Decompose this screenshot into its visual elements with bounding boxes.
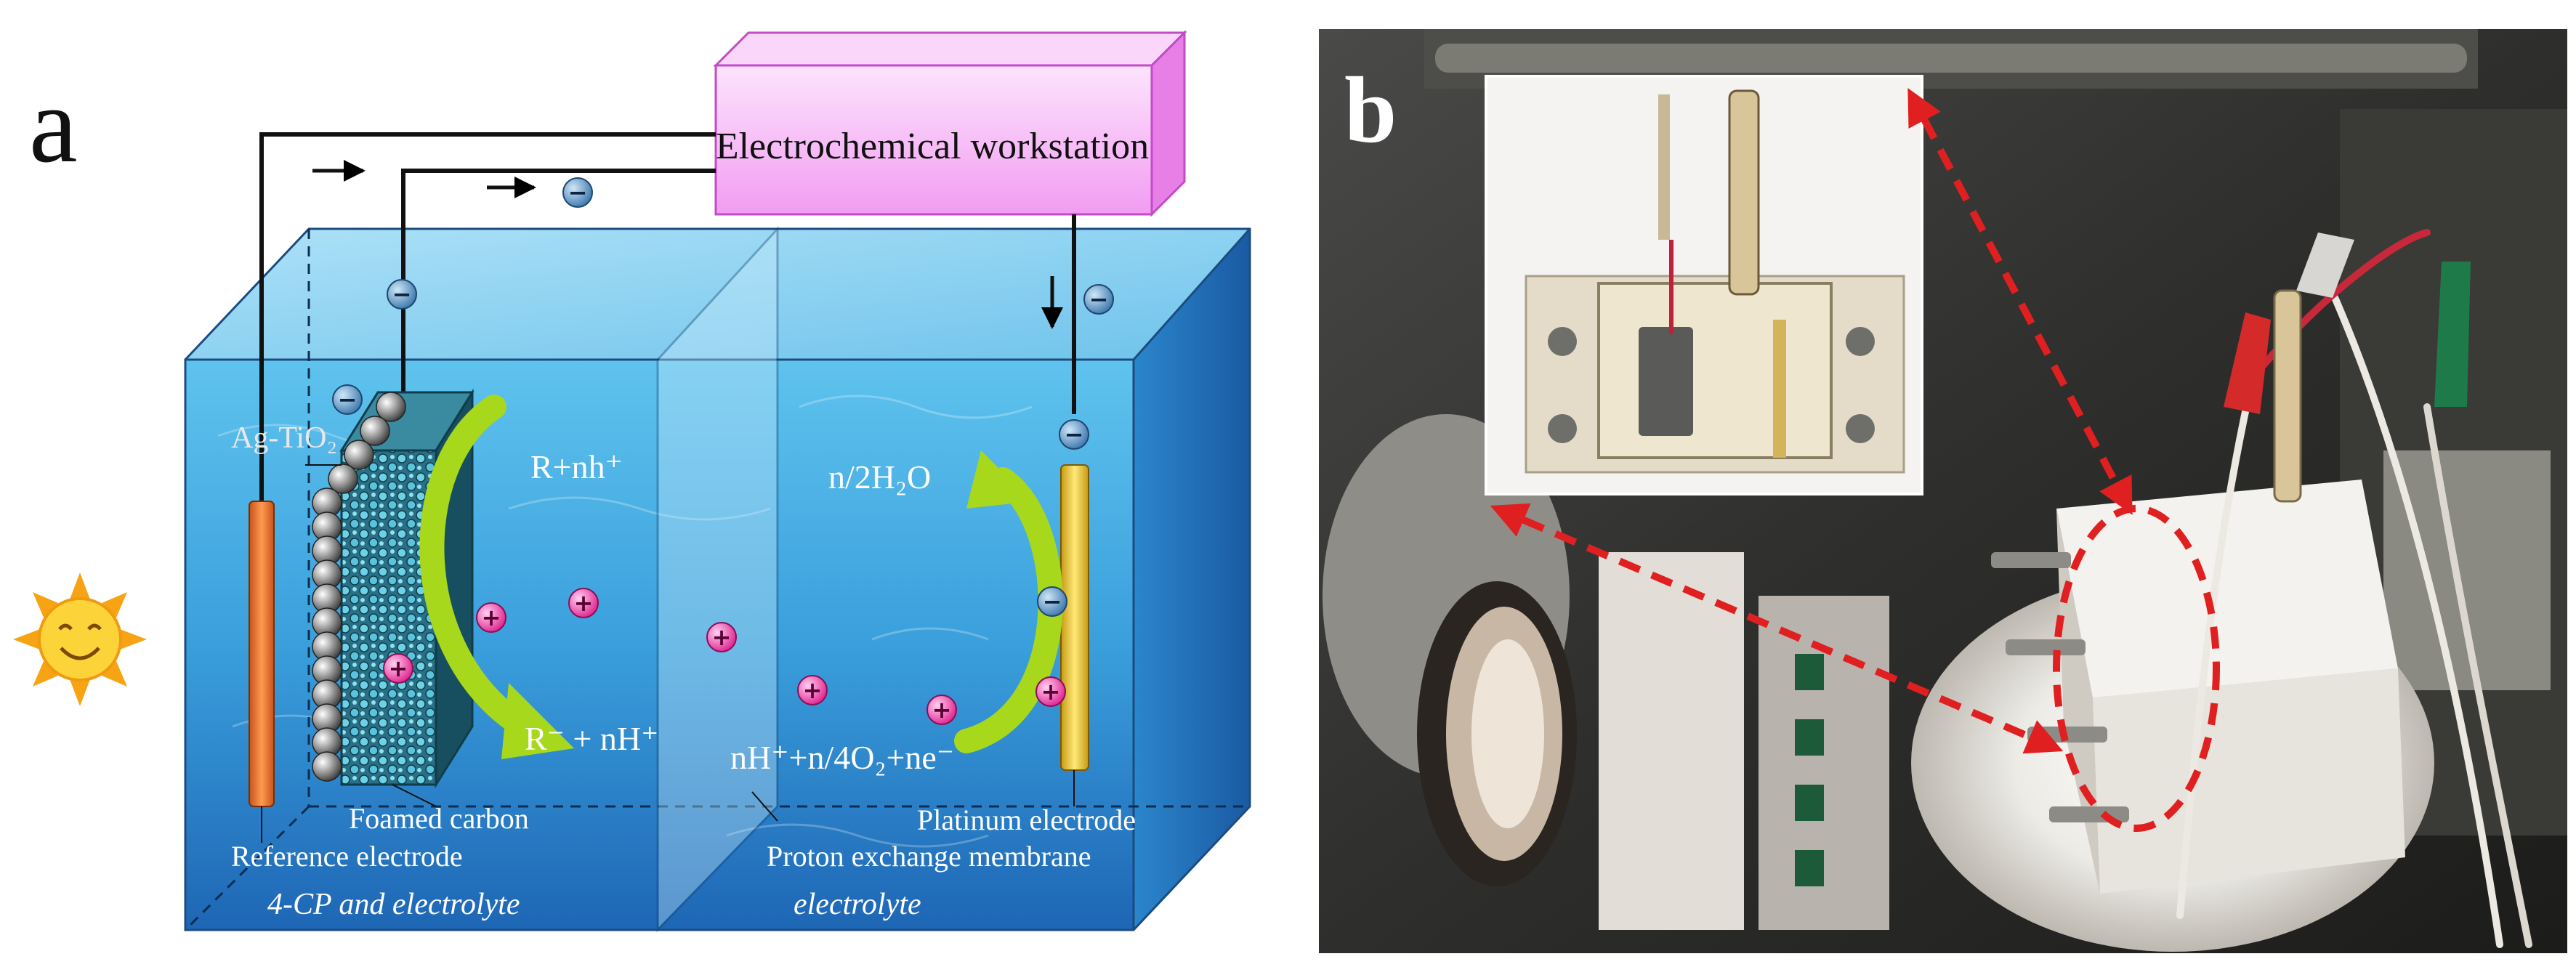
fluorescent-tube [1435, 44, 2467, 73]
red-alligator-clip [2224, 312, 2271, 414]
ag-tio2-sphere [360, 416, 390, 446]
plus-sign: + [574, 589, 594, 617]
electrochemical-workstation: Electrochemical workstation [713, 30, 1187, 217]
inset-rod-left [1658, 94, 1670, 240]
ag-tio2-sphere [312, 751, 342, 782]
inset-photo [1485, 75, 1923, 495]
proton-marker: + [797, 675, 828, 705]
proton-marker: + [1035, 676, 1066, 707]
electron-marker: − [332, 384, 363, 415]
ag-tio2-particles [312, 392, 406, 782]
reference-electrode-rod [249, 501, 275, 807]
foamed-carbon-label: Foamed carbon [349, 802, 529, 835]
plus-sign: + [712, 623, 732, 651]
electron-marker: − [1037, 586, 1067, 617]
inset-foamed-carbon [1639, 327, 1693, 436]
water-label: n/2H₂O [828, 458, 931, 495]
electron-marker: − [387, 279, 417, 310]
membrane-leader [751, 791, 778, 822]
tank-side-face [1134, 229, 1250, 930]
platinum-electrode-rod [1060, 464, 1089, 771]
green-alligator-clip [2434, 262, 2471, 407]
tank-hidden-edges [184, 229, 1250, 931]
electron-marker: − [562, 177, 593, 208]
plus-sign: + [1041, 678, 1061, 705]
plus-sign: + [389, 655, 408, 682]
white-alligator-clip [2296, 232, 2354, 298]
curved-arrow-head [966, 450, 1032, 509]
electron-marker: − [1083, 284, 1114, 315]
reaction-r-minus-label: R⁻ + nH⁺ [525, 720, 658, 757]
minus-sign: − [392, 280, 412, 308]
panel-a-label: a [29, 65, 78, 185]
lamp-lens-glare [1471, 639, 1544, 828]
ag-tio2-sphere [344, 440, 374, 470]
panel-b-label: b [1344, 58, 1397, 163]
plus-sign: + [932, 696, 952, 724]
plus-sign: + [482, 604, 501, 631]
minus-sign: − [568, 179, 588, 206]
proton-marker: + [383, 653, 413, 684]
tank-edges [184, 227, 1251, 931]
inset-reference-electrode [1728, 89, 1760, 296]
dashed-arrow-to-inset-bottom [1490, 503, 2064, 754]
circuit-wires [259, 132, 1076, 501]
plus-sign: + [803, 676, 823, 704]
panel-a: a [13, 30, 1251, 933]
proton-marker: + [706, 622, 737, 652]
instrument-panel [2383, 450, 2551, 690]
sun-icon [13, 573, 147, 706]
proton-marker: + [926, 695, 957, 725]
right-solution-label: electrolyte [794, 888, 921, 921]
inset-platinum-electrode [1773, 320, 1786, 458]
tank-top-face [185, 229, 1250, 360]
ag-tio2-sphere [328, 464, 358, 494]
minus-sign: − [1065, 421, 1084, 448]
proton-exchange-membrane [656, 226, 779, 933]
electron-marker: − [1059, 419, 1089, 450]
foamed-carbon-leader [392, 784, 437, 807]
left-solution-label: 4-CP and electrolyte [267, 888, 520, 921]
ag-tio2-sphere [376, 392, 406, 422]
foamed-carbon-block [312, 388, 475, 789]
charge-markers: − − − − − − + + + + + + + [332, 177, 1114, 725]
reactor-top [2056, 480, 2398, 697]
dashed-arrow-to-inset-top [1907, 88, 2133, 515]
membrane-label: Proton exchange membrane [767, 840, 1091, 873]
minus-sign: − [1043, 588, 1062, 615]
photo-reference-electrode [2273, 289, 2302, 503]
curved-arrow-icon [419, 395, 536, 739]
clip-cables [2176, 229, 2532, 948]
reaction-r-nh-label: R+nh⁺ [530, 448, 623, 485]
workstation-label: Electrochemical workstation [716, 126, 1149, 167]
ag-tio2-label: Ag-TiO₂ [231, 421, 337, 455]
inset-reactor-chamber [1597, 282, 1833, 459]
reactor-front [2093, 668, 2405, 894]
inset-wing-nuts [1548, 327, 1875, 443]
proton-marker: + [476, 602, 506, 633]
minus-sign: − [1089, 286, 1109, 313]
curved-arrow-head [501, 683, 574, 759]
oxygen-reduction-label: nH⁺+n/4O₂+ne⁻ [730, 739, 954, 776]
minus-sign: − [338, 386, 358, 413]
panel-b: b [1319, 29, 2567, 953]
reference-electrode-label: Reference electrode [231, 840, 463, 873]
proton-marker: + [568, 588, 599, 618]
platinum-electrode-label: Platinum electrode [917, 804, 1136, 836]
